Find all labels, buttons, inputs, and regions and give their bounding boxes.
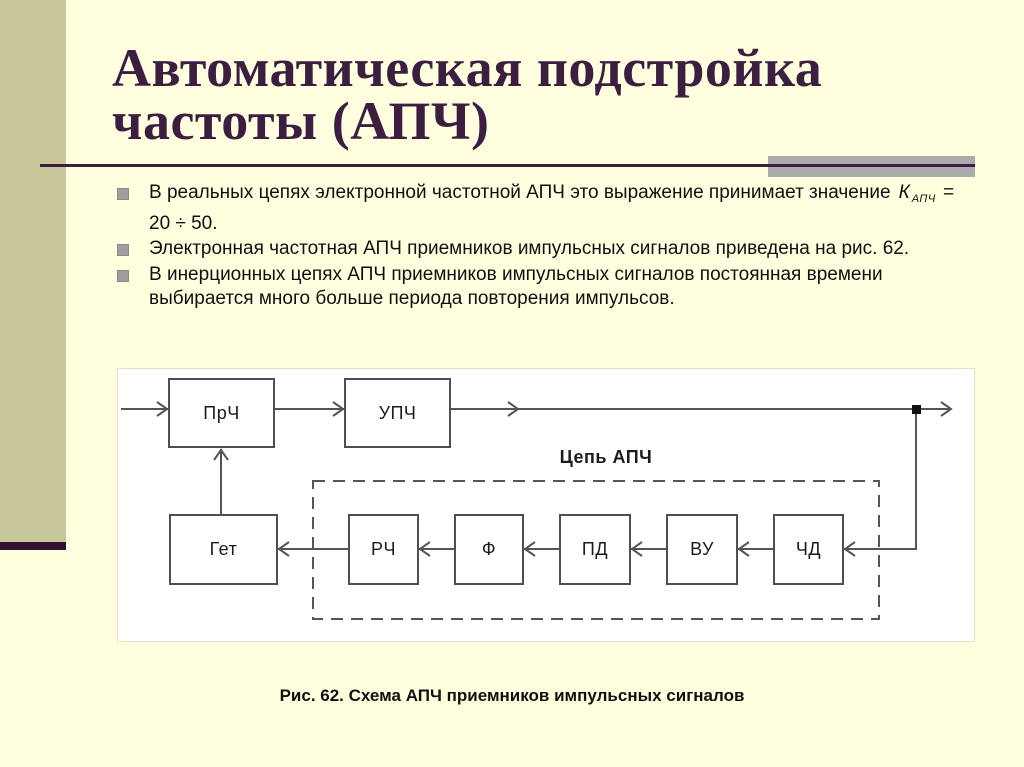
page-title-line1: Автоматическая подстройка bbox=[112, 38, 823, 98]
bullet-item: В реальных цепях электронной частотной А… bbox=[117, 181, 967, 236]
arrow-right-icon bbox=[332, 401, 345, 417]
block-pd: ПД bbox=[559, 514, 631, 585]
bullet-text: В инерционных цепях АПЧ приемников импул… bbox=[149, 263, 883, 310]
junction-dot bbox=[912, 405, 921, 414]
bullet-text-pre: В реальных цепях электронной частотной А… bbox=[149, 182, 891, 203]
title-rule-line bbox=[40, 164, 975, 167]
arrow-left-icon bbox=[737, 541, 750, 557]
figure-apч-diagram: ПрЧ УПЧ Гет РЧ Ф ПД ВУ ЧД Цепь АПЧ bbox=[117, 368, 975, 642]
bullet-square-icon bbox=[117, 188, 129, 200]
page-title-line2: частоты (АПЧ) bbox=[112, 91, 490, 151]
block-get: Гет bbox=[169, 514, 278, 585]
arrow-left-icon bbox=[630, 541, 643, 557]
sidebar-accent-bar bbox=[0, 542, 66, 550]
formula-value: = 20 ÷ 50. bbox=[149, 182, 955, 234]
block-f: Ф bbox=[454, 514, 524, 585]
diagram-lines bbox=[121, 401, 953, 620]
feedback-line bbox=[844, 411, 917, 550]
bullet-text: Электронная частотная АПЧ приемников имп… bbox=[149, 238, 910, 259]
figure-caption: Рис. 62. Схема АПЧ приемников импульсных… bbox=[279, 686, 745, 705]
bullet-item: В инерционных цепях АПЧ приемников импул… bbox=[117, 263, 967, 312]
block-prch: ПрЧ bbox=[168, 378, 275, 448]
chain-label: Цепь АПЧ bbox=[559, 447, 653, 467]
block-chd: ЧД bbox=[773, 514, 844, 585]
page-title: Автоматическая подстройка частоты (АПЧ) bbox=[112, 38, 992, 151]
apч-chain-dashed-box bbox=[312, 480, 880, 620]
arrow-right-icon bbox=[156, 401, 169, 417]
arrow-left-icon bbox=[843, 541, 856, 557]
block-upch: УПЧ bbox=[344, 378, 451, 448]
block-vu: ВУ bbox=[666, 514, 738, 585]
formula-symbol: К bbox=[898, 182, 910, 203]
block-rch: РЧ bbox=[348, 514, 419, 585]
arrow-left-icon bbox=[523, 541, 536, 557]
bullet-square-icon bbox=[117, 244, 129, 256]
arrow-left-icon bbox=[418, 541, 431, 557]
arrow-left-icon bbox=[277, 541, 290, 557]
arrow-right-icon bbox=[940, 401, 953, 417]
formula-subscript: АПЧ bbox=[911, 193, 936, 205]
arrow-right-icon bbox=[507, 401, 520, 417]
bullet-list: В реальных цепях электронной частотной А… bbox=[117, 181, 967, 312]
bullet-text: В реальных цепях электронной частотной А… bbox=[149, 181, 967, 236]
arrow-up-icon bbox=[213, 448, 229, 461]
bullet-square-icon bbox=[117, 269, 129, 282]
bullet-item: Электронная частотная АПЧ приемников имп… bbox=[117, 237, 967, 262]
sidebar-bar bbox=[0, 0, 66, 542]
